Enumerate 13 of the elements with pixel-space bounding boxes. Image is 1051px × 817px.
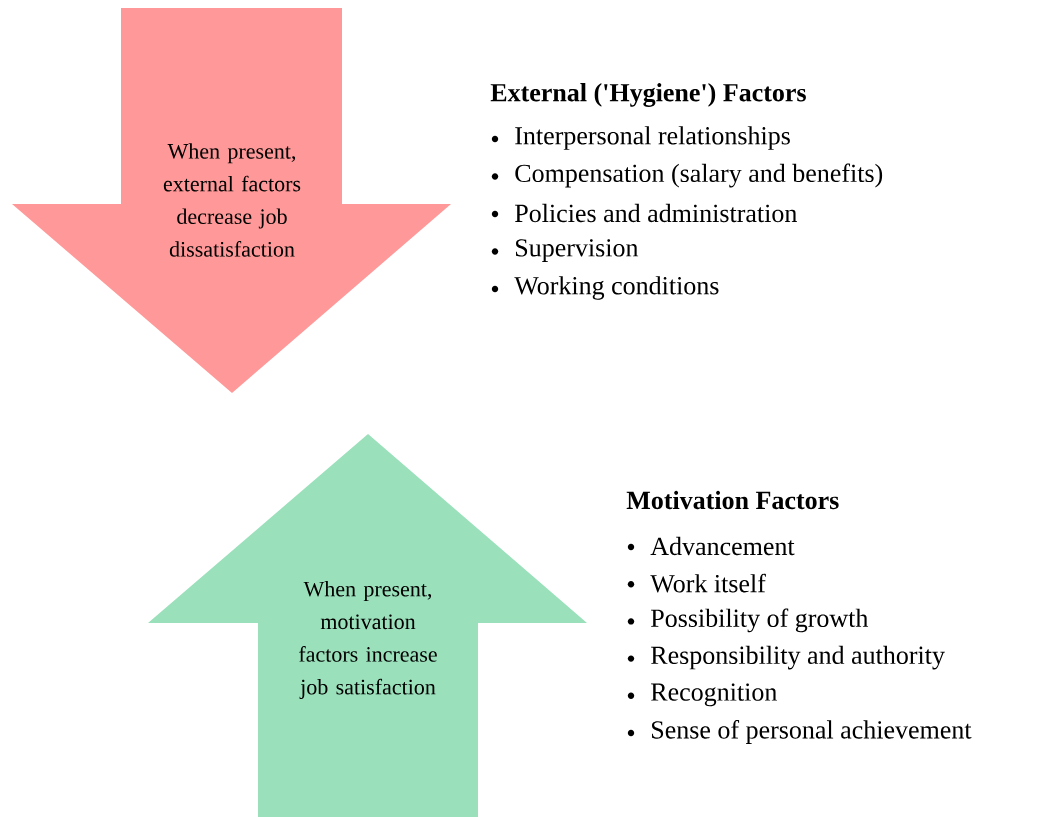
list-item: Responsibility and authority [651,645,945,670]
list-item: Possibility of growth [651,608,869,633]
list-item: Compensation (salary and benefits) [515,163,883,188]
list-item: Work itself [650,573,766,593]
heading: External ('Hygiene') Factors [490,83,806,107]
list-item: Interpersonal relationships [515,126,790,150]
list-item: Recognition [651,683,777,707]
list-item: Advancement [650,536,795,556]
list-item: Policies and administration [515,203,797,223]
list-item: Supervision [516,239,639,262]
list-item: Working conditions [514,276,719,300]
list-item: Sense of personal achievement [652,720,972,744]
heading: Motivation Factors [626,490,839,510]
